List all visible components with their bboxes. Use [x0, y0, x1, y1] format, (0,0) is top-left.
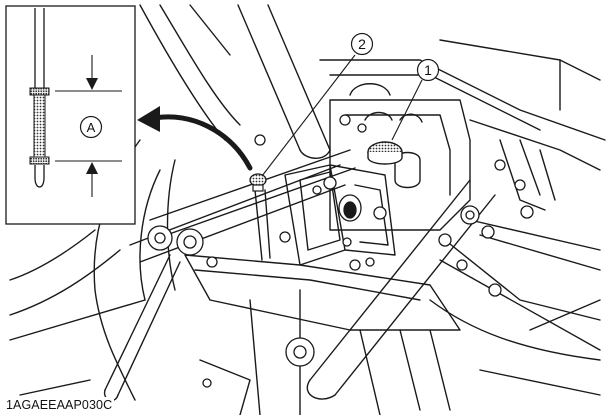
svg-text:2: 2: [358, 36, 366, 52]
dipstick-handle: [249, 173, 267, 192]
svg-text:A: A: [87, 120, 96, 135]
detail-inset: A: [5, 5, 136, 225]
dimension-label-a: A: [79, 115, 103, 139]
leader-lines: [261, 54, 423, 177]
figure-code: 1AGAEEAAP030C: [4, 397, 115, 413]
callout-2: 2: [350, 32, 374, 56]
detail-arrow: [137, 106, 253, 171]
svg-text:1: 1: [424, 62, 432, 78]
filler-cap: [367, 141, 403, 165]
machine-drawing: [9, 4, 606, 415]
callout-1: 1: [416, 58, 440, 82]
fasteners: [147, 114, 534, 388]
